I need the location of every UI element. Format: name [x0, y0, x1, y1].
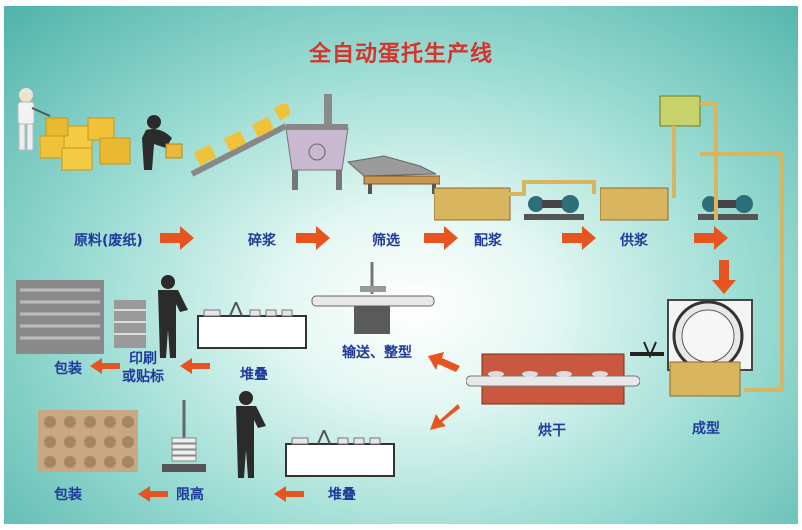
drying-line	[466, 353, 640, 405]
worker-figure-1	[158, 275, 188, 358]
arrow-right-1	[160, 226, 194, 250]
pump-1	[524, 195, 584, 220]
arrow-right-2	[296, 226, 330, 250]
diagram-title: 全自动蛋托生产线	[308, 42, 493, 67]
step-stacking-2: 堆叠	[328, 487, 356, 503]
step-supply: 供浆	[620, 233, 648, 249]
step-crushing: 碎浆	[248, 233, 276, 249]
step-print-line1: 印刷	[129, 351, 157, 367]
arrow-right-3	[424, 226, 458, 250]
arrow-left-4	[274, 486, 304, 502]
arrow-left-1	[180, 358, 210, 374]
worker-hose-figure	[17, 88, 51, 151]
mixing-tank	[434, 187, 511, 221]
step-mixing: 配浆	[474, 233, 502, 249]
screening-machine	[346, 155, 440, 194]
step-height-limit: 限高	[176, 487, 204, 503]
production-line-diagram: 全自动蛋托生产线	[4, 6, 798, 524]
arrow-left-2	[90, 358, 120, 374]
height-limit-device	[162, 400, 206, 472]
arrow-to-stack2	[430, 404, 460, 430]
arrow-right-5	[694, 226, 728, 250]
stacking-unit-1	[197, 302, 307, 349]
step-packing-1: 包装	[54, 361, 82, 377]
finished-trays-photo-2	[38, 410, 138, 472]
step-print-line2: 或贴标	[122, 369, 164, 385]
arrow-down-1	[712, 260, 736, 294]
conveyor-shaper	[311, 262, 435, 334]
step-raw-material: 原料(废纸)	[74, 233, 143, 249]
step-stacking-1: 堆叠	[240, 367, 268, 383]
paper-bales	[40, 117, 131, 171]
inclined-conveyor	[190, 104, 290, 177]
arrow-to-convey	[428, 352, 460, 372]
stacking-unit-2	[285, 430, 395, 477]
step-screening: 筛选	[372, 233, 400, 249]
pulp-pipes	[504, 95, 784, 392]
step-drying: 烘干	[538, 423, 566, 439]
worker-figure-2	[236, 391, 266, 478]
arrow-right-4	[562, 226, 596, 250]
arrow-left-3	[138, 486, 168, 502]
step-convey-shape: 输送、整型	[342, 345, 412, 361]
supply-tank	[600, 187, 669, 221]
tray-stack-small	[114, 300, 146, 348]
step-packing-2: 包装	[54, 487, 82, 503]
finished-trays-photo-1	[16, 280, 104, 354]
pulper-machine	[285, 94, 349, 190]
step-print-label: 印刷 或贴标	[122, 350, 164, 386]
step-forming: 成型	[692, 421, 720, 437]
forming-machine	[630, 299, 753, 397]
worker-carrying-figure	[142, 115, 183, 170]
